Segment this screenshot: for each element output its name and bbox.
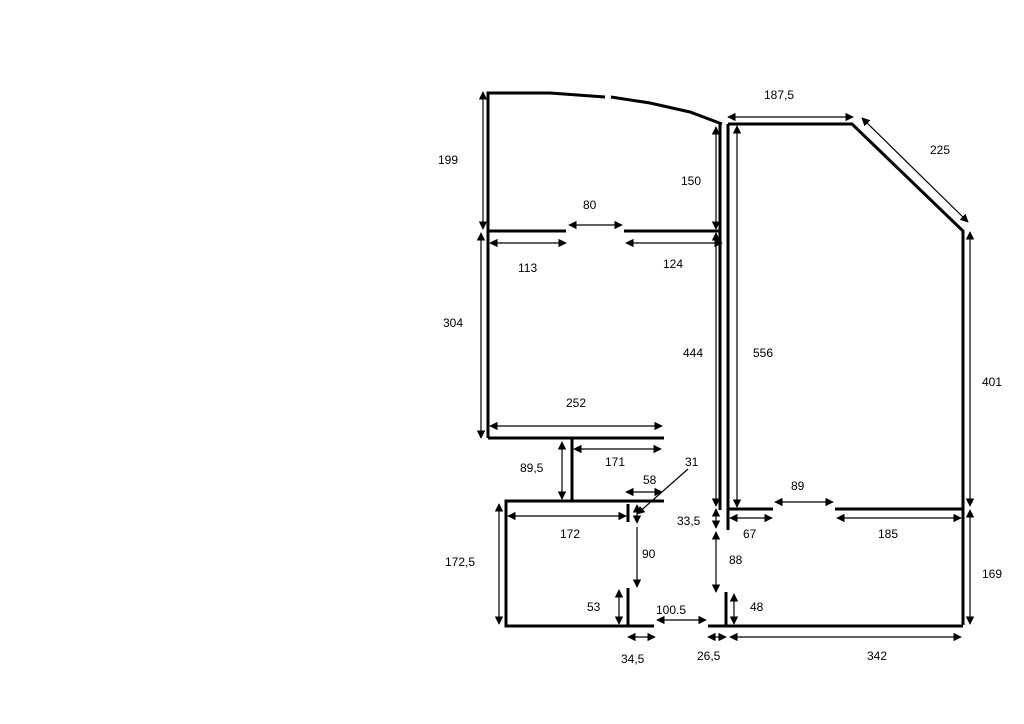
dim-33-5: 33,5 bbox=[677, 514, 701, 528]
dim-199: 199 bbox=[438, 153, 458, 167]
dim-444: 444 bbox=[683, 346, 703, 360]
dim-113: 113 bbox=[518, 261, 537, 275]
dim-401: 401 bbox=[982, 375, 1002, 389]
dim-172: 172 bbox=[560, 527, 580, 541]
dim-34-5: 34,5 bbox=[621, 652, 645, 666]
dim-342: 342 bbox=[867, 649, 887, 663]
dim-225: 225 bbox=[930, 143, 950, 157]
dim-169: 169 bbox=[982, 567, 1002, 581]
dim-124: 124 bbox=[663, 257, 683, 271]
dim-171: 171 bbox=[605, 455, 625, 469]
wall-bottom-left-room bbox=[504, 499, 664, 628]
dim-88: 88 bbox=[729, 553, 743, 567]
dim-53: 53 bbox=[587, 600, 601, 614]
dim-150: 150 bbox=[681, 174, 701, 188]
dim-80: 80 bbox=[583, 198, 597, 212]
dim-67: 67 bbox=[743, 527, 757, 541]
dim-172-5: 172,5 bbox=[445, 555, 475, 569]
dim-26-5: 26,5 bbox=[697, 649, 721, 663]
dim-185: 185 bbox=[878, 527, 898, 541]
dim-58: 58 bbox=[643, 473, 657, 487]
dim-31: 31 bbox=[685, 455, 699, 469]
dim-89: 89 bbox=[791, 479, 805, 493]
dim-304: 304 bbox=[443, 316, 463, 330]
dim-48: 48 bbox=[750, 600, 764, 614]
wall-top-left bbox=[486, 91, 606, 438]
dimension-lines bbox=[476, 91, 975, 642]
wall-right-room-top bbox=[728, 122, 965, 625]
dim-90: 90 bbox=[642, 547, 656, 561]
walls bbox=[486, 91, 965, 628]
wall-top-curve bbox=[610, 95, 723, 126]
dim-89-5: 89,5 bbox=[520, 461, 544, 475]
dimension-labels: 199 150 187,5 225 80 113 124 304 444 556… bbox=[438, 88, 1002, 666]
dim-556: 556 bbox=[753, 346, 773, 360]
dim-187-5: 187,5 bbox=[764, 88, 794, 102]
dim-100-5: 100.5 bbox=[656, 603, 686, 617]
dim-252: 252 bbox=[566, 396, 586, 410]
